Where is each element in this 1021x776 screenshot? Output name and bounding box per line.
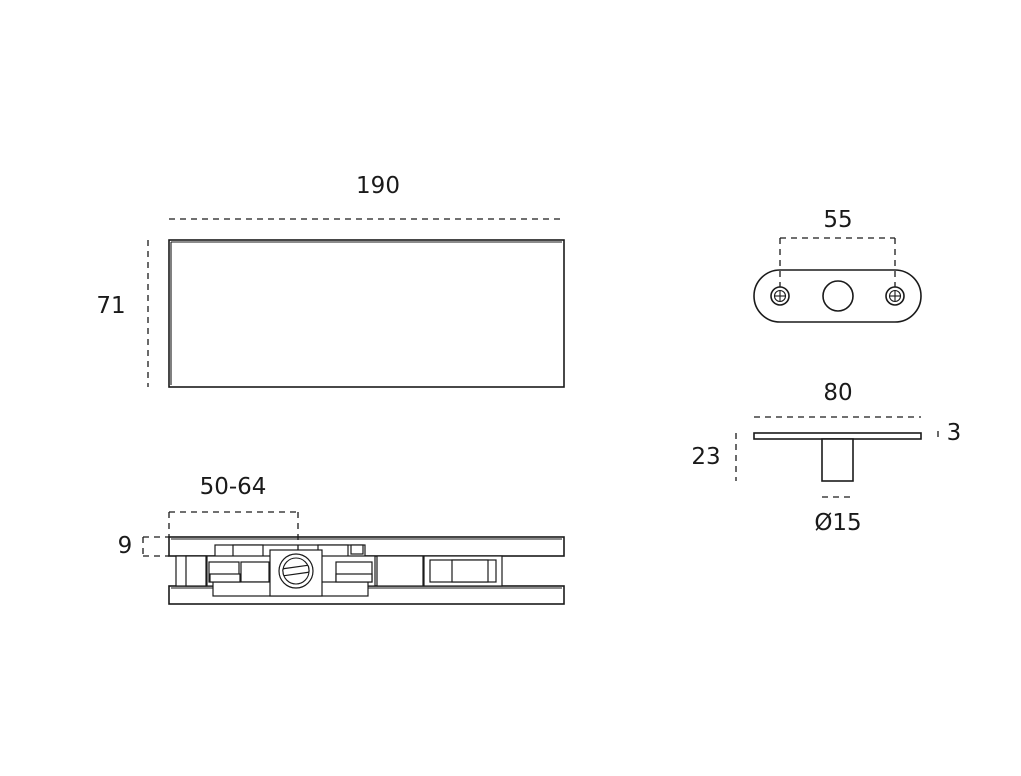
top-view-body (168, 239, 565, 388)
base-plate-side-view: 80 3 23 Ø15 (691, 380, 961, 536)
glass-range-label: 50-64 (200, 474, 267, 500)
base-plate-flat (753, 432, 922, 440)
width-190-label: 190 (356, 173, 400, 199)
base-plate-pin (821, 438, 854, 482)
height-23-label: 23 (691, 444, 720, 470)
thickness-9-label: 9 (118, 533, 133, 559)
center-hole (822, 280, 854, 312)
side-view: 50-64 9 (118, 474, 565, 605)
height-71-label: 71 (96, 293, 125, 319)
spacing-55-label: 55 (823, 207, 852, 233)
top-view: 190 71 (96, 173, 565, 388)
base-plate-top-view: 55 (753, 207, 922, 323)
thickness-3-label: 3 (947, 420, 962, 446)
width-80-label: 80 (823, 380, 852, 406)
diameter-15-label: Ø15 (814, 510, 861, 536)
